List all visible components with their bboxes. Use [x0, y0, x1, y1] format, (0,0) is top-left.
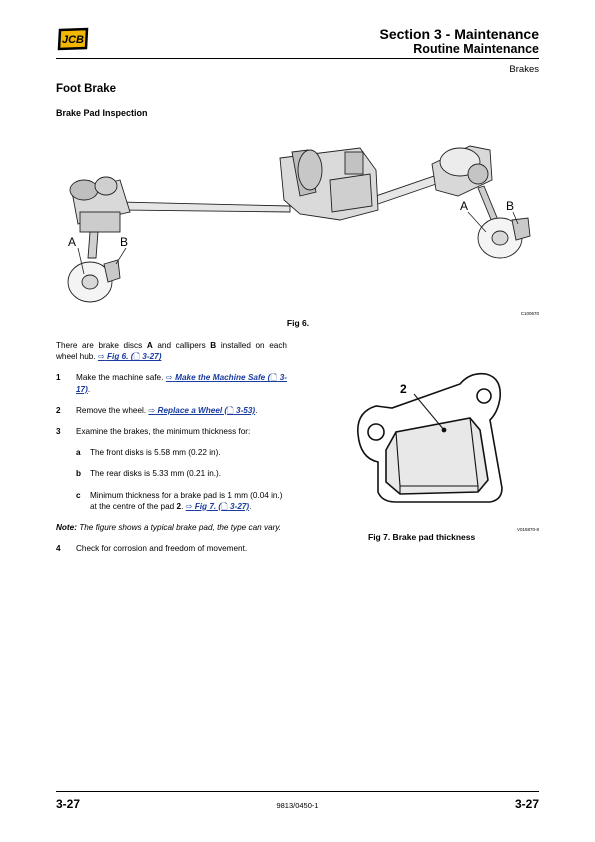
figure-6-caption: Fig 6. — [286, 318, 310, 328]
jcb-logo: JCB — [56, 27, 90, 51]
label-b-right: B — [506, 199, 514, 213]
page-heading: Foot Brake — [56, 83, 117, 95]
header-rule — [56, 58, 539, 59]
brake-pad-illustration: 2 — [352, 368, 540, 518]
page-subheading: Brake Pad Inspection — [56, 108, 148, 118]
page-icon: 🗋 — [221, 501, 228, 511]
substep-b: b The rear disks is 5.33 mm (0.21 in.). — [76, 469, 222, 479]
intro-paragraph: There are brake discs A and callipers B … — [56, 341, 287, 362]
section-title: Section 3 - Maintenance — [379, 26, 539, 42]
topic-label: Brakes — [509, 64, 539, 75]
label-a-right: A — [460, 199, 468, 213]
page-icon: 🗋 — [270, 373, 278, 383]
fig6-link[interactable]: ⇨ Fig 6. (🗋 3-27) — [97, 352, 162, 362]
label-2: 2 — [400, 382, 407, 396]
make-machine-safe-link[interactable]: ⇨ Make the Machine Safe (🗋 3-17) — [76, 373, 288, 394]
subsection-title: Routine Maintenance — [413, 42, 539, 56]
replace-wheel-link[interactable]: ⇨ Replace a Wheel (🗋 3-53) — [148, 405, 256, 415]
svg-text:JCB: JCB — [62, 34, 84, 46]
note: Note: The figure shows a typical brake p… — [56, 523, 282, 533]
page-icon: 🗋 — [133, 352, 141, 362]
figure-7-code: V015870-8 — [516, 527, 539, 532]
page-icon: 🗋 — [227, 405, 234, 415]
label-b-left: B — [120, 235, 128, 249]
page-number-right: 3-27 — [514, 797, 539, 811]
step-4: 4 Check for corrosion and freedom of mov… — [56, 544, 248, 554]
document-number: 9813/0450-1 — [276, 801, 319, 810]
footer-rule — [56, 791, 539, 792]
body-column: There are brake discs A and callipers B … — [56, 340, 287, 564]
substep-a: a The front disks is 5.58 mm (0.22 in). — [76, 448, 221, 458]
figure-6-code: C100670 — [520, 311, 539, 316]
figure-7-caption: Fig 7. Brake pad thickness — [368, 532, 476, 542]
substep-c: c Minimum thickness for a brake pad is 1… — [76, 490, 283, 511]
axle-brake-illustration: A B A B — [60, 140, 540, 315]
page-number-left: 3-27 — [56, 797, 81, 811]
step-2: 2 Remove the wheel. ⇨ Replace a Wheel (🗋… — [56, 405, 258, 415]
step-3: 3 Examine the brakes, the minimum thickn… — [56, 427, 251, 437]
fig7-link[interactable]: ⇨ Fig 7. (🗋 3-27) — [185, 501, 250, 511]
step-1: 1 Make the machine safe. ⇨ Make the Mach… — [56, 373, 288, 394]
label-a-left: A — [68, 235, 76, 249]
